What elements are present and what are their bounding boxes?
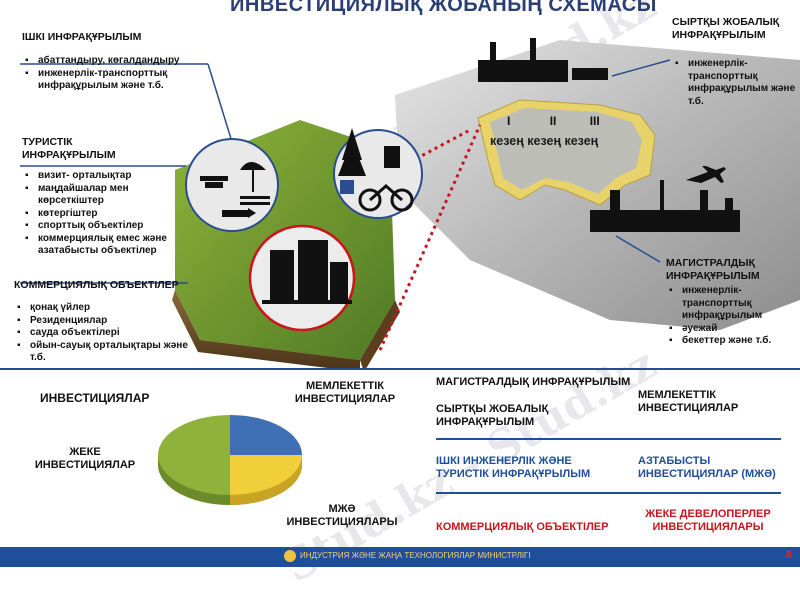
list-item: көтергіштер xyxy=(25,208,182,221)
list-item: спорттық объектілер xyxy=(25,220,182,233)
list-item: коммерциялық емес және азатабысты объект… xyxy=(25,233,182,258)
investments-pie xyxy=(158,415,302,505)
table-row1-left-b: СЫРТҚЫ ЖОБАЛЫҚ ИНФРАҚҰРЫЛЫМ xyxy=(436,403,549,428)
ppp-investments-label: МЖӘ ИНВЕСТИЦИЯЛАРЫ xyxy=(286,503,398,528)
scheme-illustration xyxy=(20,38,800,370)
tourism-circle xyxy=(185,138,279,232)
private-investments-label: ЖЕКЕ ИНВЕСТИЦИЯЛАР xyxy=(34,446,136,471)
page-title: ИНВЕСТИЦИЯЛЫҚ ЖОБАНЫҢ СХЕМАСЫ xyxy=(230,0,657,16)
list-item: ойын-сауық орталықтары және т.б. xyxy=(17,340,190,365)
inner-infra-block: ІШКІ ИНФРАҚҰРЫЛЫМ абаттандыру, көгалданд… xyxy=(22,31,212,93)
footer-bar xyxy=(0,547,800,567)
list-item: қонақ үйлер xyxy=(17,302,190,315)
table-divider xyxy=(436,492,781,494)
footer-text: ИНДУСТРИЯ ЖӘНЕ ЖАҢА ТЕХНОЛОГИЯЛАР МИНИСТ… xyxy=(300,551,531,560)
table-row3-left: КОММЕРЦИЯЛЫҚ ОБЪЕКТІЛЕР xyxy=(436,521,609,533)
tourist-infra-block: ТУРИСТІК ИНФРАҚҰРЫЛЫМ визит- орталықтар … xyxy=(22,136,182,258)
main-infra-block: МАГИСТРАЛДЫҚ ИНФРАҚҰРЫЛЫМ инженерлік-тра… xyxy=(666,257,796,348)
table-row1-right: МЕМЛЕКЕТТІК ИНВЕСТИЦИЯЛАР xyxy=(638,389,739,414)
list-item: инженерлік-транспорттық инфрақұрылым жән… xyxy=(675,58,798,108)
table-row1-left-a: МАГИСТРАЛДЫҚ ИНФРАҚҰРЫЛЫМ xyxy=(436,376,631,388)
table-row2-right: АЗТАБЫСТЫ ИНВЕСТИЦИЯЛАР (МЖӘ) xyxy=(638,455,776,480)
list-item: сауда объектілері xyxy=(17,327,190,340)
emblem-icon xyxy=(284,550,296,562)
table-row2-left: ІШКІ ИНЖЕНЕРЛІК ЖӘНЕ ТУРИСТІК ИНФРАҚҰРЫЛ… xyxy=(436,455,591,480)
list-item: инженерлік-транспорттық инфрақұрылым xyxy=(669,285,796,323)
investments-heading: ИНВЕСТИЦИЯЛАР xyxy=(40,391,150,405)
list-item: абаттандыру, көгалдандыру xyxy=(25,55,212,68)
main-infra-heading: МАГИСТРАЛДЫҚ ИНФРАҚҰРЫЛЫМ xyxy=(666,257,760,282)
inner-infra-heading: ІШКІ ИНФРАҚҰРЫЛЫМ xyxy=(22,31,142,43)
page-number: 8 xyxy=(785,549,792,561)
stage-label: кезең кезең кезең xyxy=(490,134,599,148)
airplane-icon xyxy=(686,166,726,183)
state-investments-label: МЕМЛЕКЕТТІК ИНВЕСТИЦИЯЛАР xyxy=(294,380,396,405)
table-row3-right: ЖЕКЕ ДЕВЕЛОПЕРЛЕР ИНВЕСТИЦИЯЛАРЫ xyxy=(645,508,771,533)
list-item: визит- орталықтар xyxy=(25,170,182,183)
tourist-infra-heading: ТУРИСТІК ИНФРАҚҰРЫЛЫМ xyxy=(22,136,116,161)
list-item: бекеттер және т.б. xyxy=(669,335,796,348)
commercial-heading: КОММЕРЦИЯЛЫҚ ОБЪЕКТІЛЕР xyxy=(14,279,179,291)
stage-numerals: І ІІ ІІІ xyxy=(507,114,600,128)
outer-infra-block: СЫРТҚЫ ЖОБАЛЫҚ ИНФРАҚҰРЫЛЫМ инженерлік-т… xyxy=(672,16,798,108)
list-item: инженерлік-транспорттық инфрақұрылым жән… xyxy=(25,68,212,93)
outer-infra-heading: СЫРТҚЫ ЖОБАЛЫҚ ИНФРАҚҰРЫЛЫМ xyxy=(672,16,780,41)
commercial-block: КОММЕРЦИЯЛЫҚ ОБЪЕКТІЛЕР қонақ үйлер Рези… xyxy=(14,279,190,365)
list-item: маңдайшалар мен көрсеткіштер xyxy=(25,183,182,208)
connector-dotted xyxy=(378,124,482,351)
table-divider xyxy=(436,438,781,440)
list-item: Резиденциялар xyxy=(17,315,190,328)
list-item: әуежай xyxy=(669,323,796,336)
divider xyxy=(0,368,800,370)
